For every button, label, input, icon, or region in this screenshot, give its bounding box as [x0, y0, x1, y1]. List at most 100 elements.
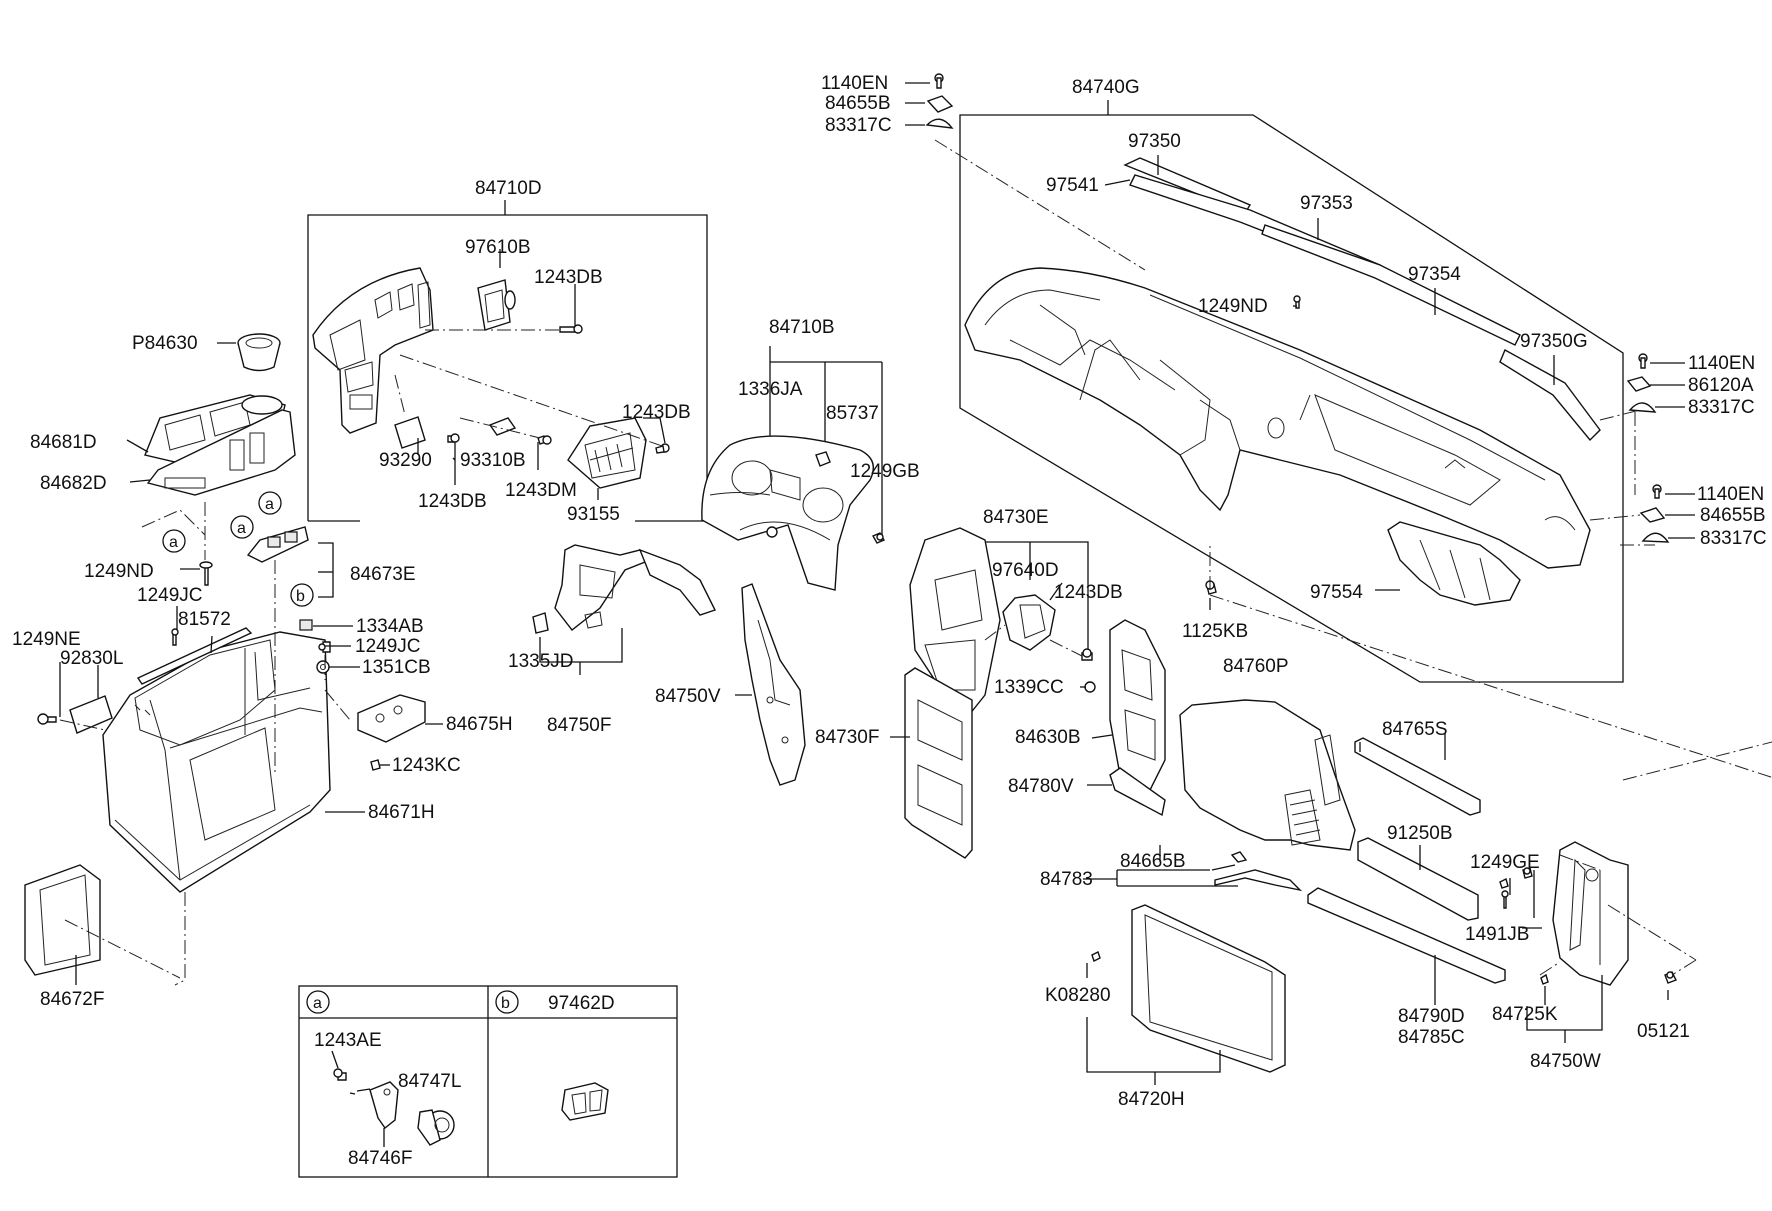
label-84681d: 84681D [30, 432, 97, 453]
label-97610b: 97610B [465, 237, 531, 258]
label-97350g: 97350G [1520, 331, 1588, 352]
label-1249jc-a: 1249JC [137, 585, 203, 606]
label-84780v: 84780V [1008, 776, 1074, 797]
label-83317c-r2: 83317C [1700, 528, 1767, 549]
label-84750f: 84750F [547, 715, 611, 736]
label-97640d: 97640D [992, 560, 1059, 581]
label-84720h: 84720H [1118, 1089, 1185, 1110]
label-1243dm: 1243DM [505, 480, 577, 501]
label-1249nd-a: 1249ND [84, 561, 154, 582]
legend-marker-a: a [313, 995, 322, 1012]
legend-marker-b: b [501, 995, 510, 1012]
label-97350: 97350 [1128, 131, 1181, 152]
label-83317c-r1: 83317C [1688, 397, 1755, 418]
label-1339cc: 1339CC [994, 677, 1064, 698]
legend-b-part: 97462D [548, 993, 615, 1014]
label-1243db-3: 1243DB [418, 491, 487, 512]
console-strip-part [136, 627, 253, 685]
label-91250b: 91250B [1387, 823, 1453, 844]
label-1336ja: 1336JA [738, 379, 803, 400]
legend-a-part-3: 84746F [348, 1148, 412, 1169]
label-97541: 97541 [1046, 175, 1099, 196]
label-05121: 05121 [1637, 1021, 1690, 1042]
label-1249jc-b: 1249JC [355, 636, 421, 657]
label-1243db-2: 1243DB [622, 402, 691, 423]
cup-holder-part [237, 333, 281, 372]
label-86120a: 86120A [1688, 375, 1754, 396]
label-84725k: 84725K [1492, 1004, 1558, 1025]
legend-box: a b 97462D 1243AE 84747L 84746F [298, 985, 678, 1178]
label-84750w: 84750W [1530, 1051, 1601, 1072]
crash-pad-group [905, 73, 1695, 683]
label-1125kb: 1125KB [1182, 621, 1248, 642]
label-84675h: 84675H [446, 714, 513, 735]
label-1351cb: 1351CB [362, 657, 431, 678]
label-97354: 97354 [1408, 264, 1461, 285]
label-84710b: 84710B [769, 317, 835, 338]
label-85737: 85737 [826, 403, 879, 424]
label-1249gb: 1249GB [850, 461, 920, 482]
console-dashed-lines [59, 502, 351, 986]
label-1491jb: 1491JB [1465, 924, 1529, 945]
label-93155: 93155 [567, 504, 620, 525]
label-93290: 93290 [379, 450, 432, 471]
label-84672f: 84672F [40, 989, 104, 1010]
label-84710d: 84710D [475, 178, 542, 199]
cluster-cover-group [532, 346, 885, 786]
label-84765s: 84765S [1382, 719, 1448, 740]
label-84630b: 84630B [1015, 727, 1081, 748]
label-1140en-t: 1140EN [821, 73, 888, 94]
legend-a-part-1: 1243AE [314, 1030, 382, 1051]
label-84760p: 84760P [1223, 656, 1289, 677]
label-1243db-4: 1243DB [1054, 582, 1123, 603]
label-84730f: 84730F [815, 727, 879, 748]
label-1249nd-b: 1249ND [1198, 296, 1268, 317]
label-84750v: 84750V [655, 686, 721, 707]
label-84790d: 84790D [1398, 1006, 1465, 1027]
label-84682d: 84682D [40, 473, 107, 494]
label-1243kc: 1243KC [392, 755, 461, 776]
label-1334ab: 1334AB [356, 616, 424, 637]
label-1243db-1: 1243DB [534, 267, 603, 288]
label-84673e: 84673E [350, 564, 416, 585]
label-92830l: 92830L [60, 648, 123, 669]
label-84730e: 84730E [983, 507, 1049, 528]
marker-a-3: a [237, 520, 246, 537]
center-console-group: a a a b [24, 333, 443, 986]
label-1335jd: 1335JD [508, 651, 574, 672]
marker-b-1: b [296, 588, 305, 605]
console-leaders [59, 342, 443, 985]
console-body-part [102, 631, 331, 893]
label-1249ge: 1249GE [1470, 852, 1540, 873]
label-1140en-r1: 1140EN [1688, 353, 1755, 374]
label-84783: 84783 [1040, 869, 1093, 890]
legend-a-part-2: 84747L [398, 1071, 461, 1092]
label-84740g: 84740G [1072, 77, 1140, 98]
console-bracket-part [357, 694, 426, 743]
label-1140en-r2: 1140EN [1697, 484, 1764, 505]
label-93310b: 93310B [460, 450, 526, 471]
label-83317c-t: 83317C [825, 115, 892, 136]
switch-bracket-part [246, 526, 309, 563]
label-97353: 97353 [1300, 193, 1353, 214]
label-97554: 97554 [1310, 582, 1363, 603]
console-module-part [69, 695, 113, 734]
label-84671h: 84671H [368, 802, 435, 823]
label-84785c: 84785C [1398, 1027, 1465, 1048]
label-84655b-t: 84655B [825, 93, 891, 114]
label-p84630: P84630 [132, 333, 198, 354]
callout-markers: a a a b [162, 491, 314, 607]
marker-a-2: a [169, 534, 178, 551]
label-k08280: K08280 [1045, 985, 1111, 1006]
label-84665b: 84665B [1120, 851, 1186, 872]
console-side-panel-part [24, 864, 101, 976]
console-switch-panel-part [146, 409, 296, 496]
center-fascia-group [890, 527, 1166, 859]
lower-panels-group [1083, 594, 1772, 1085]
label-84655b-r2: 84655B [1700, 505, 1766, 526]
label-81572: 81572 [178, 609, 231, 630]
label-1249ne: 1249NE [12, 629, 81, 650]
cluster-fascia-group [307, 200, 708, 522]
marker-a-1: a [265, 496, 274, 513]
